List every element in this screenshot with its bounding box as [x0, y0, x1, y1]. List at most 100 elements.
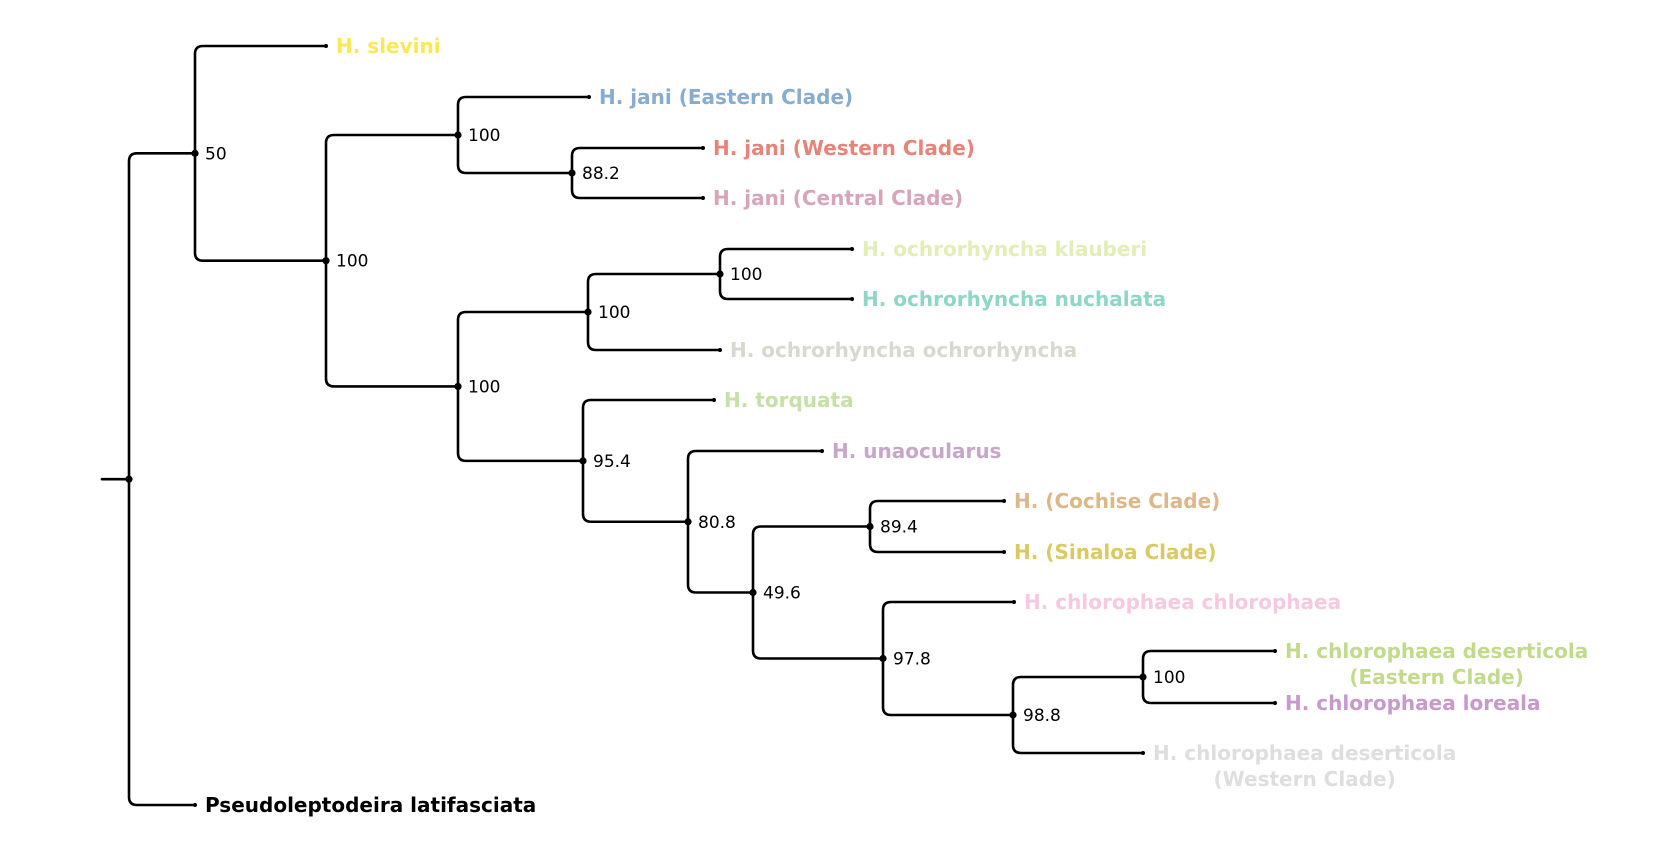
tip-dot-jani_c — [701, 196, 705, 200]
tip-label-line: H. ochrorhyncha klauberi — [862, 237, 1147, 261]
branch-n100e-och_k — [718, 247, 854, 276]
tip-label-line: H. jani (Central Clade) — [713, 186, 963, 210]
branch-n100b-jani_e — [456, 95, 591, 137]
node-dot-n100f — [1139, 673, 1147, 681]
support-value: 100 — [1153, 668, 1185, 688]
branch-n49-n89 — [751, 525, 872, 594]
branch-n95-torq — [581, 398, 716, 463]
branches — [100, 44, 1277, 807]
tip-label-line: H. chlorophaea deserticola — [1285, 639, 1588, 663]
node-dots — [125, 44, 1277, 807]
tip-label-jani_c: H. jani (Central Clade) — [713, 186, 963, 210]
tip-label-line: H. torquata — [724, 388, 854, 412]
tip-label-sina: H. (Sinaloa Clade) — [1014, 540, 1217, 564]
tip-dot-och_n — [850, 297, 854, 301]
support-value: 100 — [730, 265, 762, 285]
branch-n100c-n100e — [586, 272, 722, 314]
branch-n50-slevini — [193, 44, 328, 155]
node-dot-n89 — [866, 522, 874, 531]
tip-label-line: H. ochrorhyncha ochrorhyncha — [730, 338, 1077, 362]
branch-n97-chl_c — [881, 600, 1016, 660]
tip-dot-pseudo — [193, 803, 197, 807]
node-dot-n95 — [579, 457, 587, 465]
tip-dot-chl_c — [1012, 600, 1016, 604]
branch-n98-chl_dw — [1011, 713, 1145, 755]
branch-n100b-n88 — [456, 133, 574, 175]
tip-label-line: H. (Sinaloa Clade) — [1014, 540, 1217, 564]
branch-n89-sina — [868, 525, 1006, 554]
node-dot-n50 — [191, 149, 199, 157]
tip-label-line: H. chlorophaea chlorophaea — [1024, 590, 1341, 614]
tip-label-jani_w: H. jani (Western Clade) — [713, 136, 975, 160]
node-dot-n97 — [879, 654, 887, 663]
node-dot-n88 — [568, 169, 576, 177]
node-dot-n100a — [322, 257, 330, 265]
node-dot-n80 — [684, 518, 692, 526]
support-value: 49.6 — [763, 584, 801, 604]
tip-label-coch: H. (Cochise Clade) — [1014, 489, 1220, 513]
tip-dot-unao — [820, 449, 824, 453]
support-value: 95.4 — [593, 452, 631, 472]
support-value: 80.8 — [698, 513, 736, 533]
tip-label-pseudo: Pseudoleptodeira latifasciata — [205, 793, 536, 817]
support-value: 100 — [598, 303, 630, 323]
support-value: 98.8 — [1023, 706, 1061, 726]
tip-label-line: H. jani (Eastern Clade) — [599, 85, 853, 109]
node-dot-n49 — [749, 588, 757, 597]
tip-label-och_o: H. ochrorhyncha ochrorhyncha — [730, 338, 1077, 362]
tip-dot-chl_de — [1273, 649, 1277, 653]
branch-n100f-chl_de — [1141, 649, 1277, 679]
support-value: 100 — [336, 252, 368, 272]
support-value: 88.2 — [582, 164, 620, 184]
tip-label-line: H. ochrorhyncha nuchalata — [862, 287, 1166, 311]
tip-label-och_k: H. ochrorhyncha klauberi — [862, 237, 1147, 261]
branch-n100d-n100c — [456, 310, 590, 388]
branch-n100d-n95 — [456, 385, 585, 463]
tip-label-chl_l: H. chlorophaea loreala — [1285, 691, 1541, 715]
tip-dot-torq — [712, 398, 716, 402]
branch-root-n50 — [127, 152, 197, 481]
tip-label-line: Pseudoleptodeira latifasciata — [205, 793, 536, 817]
tip-dot-chl_l — [1273, 701, 1277, 705]
node-dot-n100e — [716, 270, 724, 278]
branch-n80-unao — [686, 449, 824, 524]
tip-label-line: H. chlorophaea deserticola — [1153, 741, 1456, 765]
branch-n100f-chl_l — [1141, 675, 1277, 705]
tip-dot-jani_e — [587, 95, 591, 99]
support-value: 50 — [205, 144, 227, 164]
node-dot-n98 — [1009, 711, 1017, 719]
support-values: 5010010088.210010010095.480.849.689.497.… — [205, 126, 1185, 726]
tip-label-chl_dw: H. chlorophaea deserticola(Western Clade… — [1153, 741, 1456, 791]
tip-dot-jani_w — [701, 146, 705, 150]
tip-dot-chl_dw — [1141, 751, 1145, 755]
branch-n50-n100a — [193, 152, 328, 263]
node-dot-n100d — [454, 382, 462, 391]
support-value: 100 — [468, 126, 500, 146]
branch-n88-jani_c — [570, 171, 705, 200]
branch-n88-jani_w — [570, 146, 705, 175]
support-value: 100 — [468, 377, 500, 397]
tip-dot-coch — [1002, 499, 1006, 503]
tip-label-och_n: H. ochrorhyncha nuchalata — [862, 287, 1166, 311]
tip-label-line: H. chlorophaea loreala — [1285, 691, 1541, 715]
tip-dot-och_k — [850, 247, 854, 251]
tip-dot-och_o — [718, 348, 722, 352]
branch-n89-coch — [868, 499, 1006, 528]
branch-n80-n49 — [686, 520, 755, 594]
support-value: 89.4 — [880, 518, 918, 538]
branch-n100a-n100d — [324, 259, 460, 388]
tip-label-line: (Eastern Clade) — [1349, 665, 1523, 689]
tip-labels: H. slevini H. jani (Eastern Clade) H. jani… — [205, 34, 1588, 817]
tip-label-slevini: H. slevini — [336, 34, 441, 58]
branch-n100a-n100b — [324, 133, 460, 263]
tip-label-unao: H. unaocularus — [832, 439, 1001, 463]
node-dot-root — [125, 475, 133, 483]
tip-dot-sina — [1002, 550, 1006, 554]
tip-label-line: H. (Cochise Clade) — [1014, 489, 1220, 513]
tip-label-jani_e: H. jani (Eastern Clade) — [599, 85, 853, 109]
branch-n95-n80 — [581, 459, 690, 524]
tip-label-line: H. jani (Western Clade) — [713, 136, 975, 160]
branch-n98-n100f — [1011, 675, 1145, 717]
node-dot-n100c — [584, 308, 592, 316]
